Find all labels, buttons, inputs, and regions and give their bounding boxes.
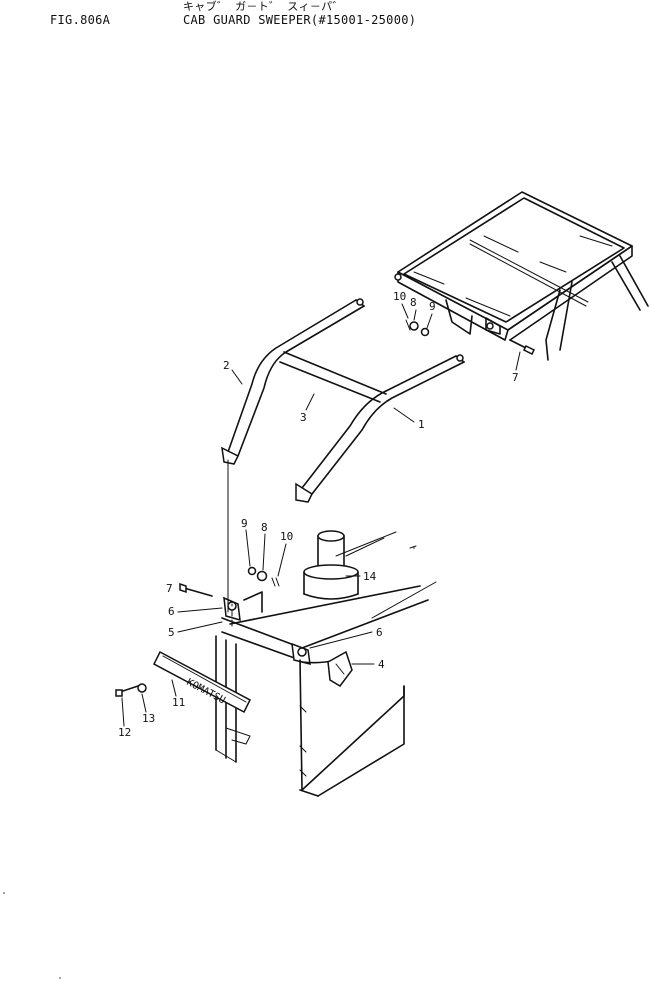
part-callouts: 10 8 9 7 2 3 1 9 8 10 14 7 6 5 6 4 11 [118,290,521,739]
roof-hardware [405,319,536,356]
callout-5: 5 [168,626,175,639]
mounting-bracket-assembly [179,459,437,797]
callout-6-right: 6 [376,626,383,639]
cab-guard-frame [221,298,465,503]
callout-8-upper: 8 [410,296,417,309]
figure-number: FIG.806A [50,13,111,27]
callout-11: 11 [172,696,185,709]
callout-13: 13 [142,712,155,725]
callout-3: 3 [300,411,307,424]
callout-12: 12 [118,726,131,739]
callout-7-upper: 7 [512,371,519,384]
callout-4: 4 [378,658,385,671]
cab-roof [394,191,649,361]
callout-6-left: 6 [168,605,175,618]
callout-10-lower: 10 [280,530,293,543]
figure-subtitle-japanese: キャブ゛ ガ－ト゛ スィ－パ゛ [183,0,344,13]
figure-title: CAB GUARD SWEEPER(#15001-25000) [183,13,417,27]
callout-14: 14 [363,570,377,583]
callout-9-lower: 9 [241,517,248,530]
callout-2: 2 [223,359,230,372]
scan-specks [3,547,415,979]
callout-8-lower: 8 [261,521,268,534]
callout-10-upper: 10 [393,290,406,303]
callout-7-lower: 7 [166,582,173,595]
callout-1: 1 [418,418,425,431]
callout-9-upper: 9 [429,300,436,313]
